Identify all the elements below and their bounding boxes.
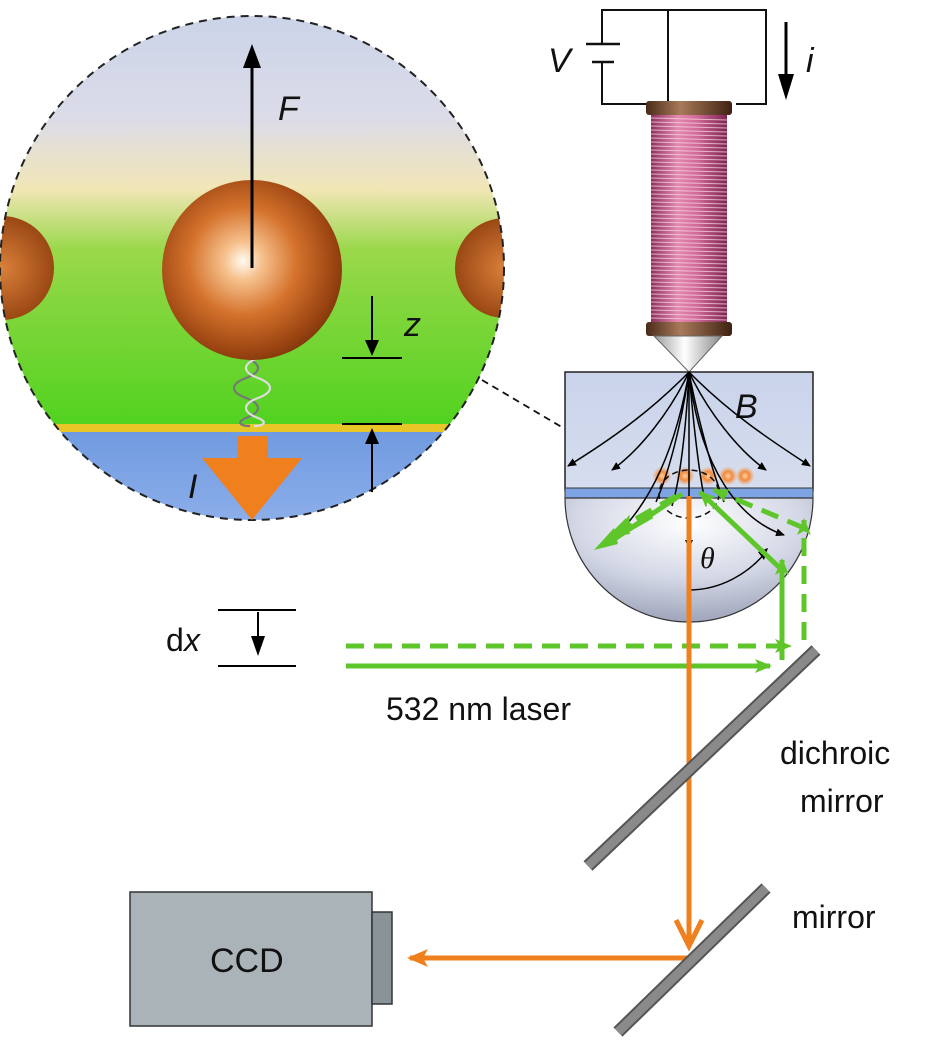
angle-arc	[688, 551, 767, 591]
dna-tether-icon	[232, 356, 272, 428]
dichroic-mirror-face	[584, 646, 820, 870]
dx-label-d: d	[166, 622, 184, 658]
voltage-label: V	[548, 42, 574, 80]
force-label: F	[278, 90, 301, 128]
electromagnet-coil	[646, 101, 732, 373]
magnetic-bead	[162, 180, 342, 360]
dichroic-label-2: mirror	[800, 783, 884, 819]
current-label: i	[806, 42, 815, 80]
inset-magnified-view: F z I	[0, 15, 505, 521]
mirror-label: mirror	[792, 899, 876, 935]
field-label: B	[735, 388, 758, 426]
coil-bottom-cap	[646, 322, 732, 336]
laser-beam-dashed	[346, 487, 811, 653]
camera-lens	[371, 911, 393, 1005]
side-bead-right	[455, 218, 504, 318]
current-arrow	[778, 22, 794, 100]
coil-top-cap	[646, 101, 732, 115]
side-bead-left	[0, 216, 54, 320]
ccd-camera: CCD	[129, 891, 393, 1027]
pole-tip	[652, 335, 724, 373]
emission-beam	[407, 496, 705, 967]
circuit	[586, 9, 767, 105]
intensity-label: I	[188, 468, 198, 506]
angle-label: θ	[700, 542, 715, 575]
surface-bead	[736, 467, 754, 485]
dichroic-label-1: dichroic	[780, 735, 890, 771]
laser-label: 532 nm laser	[386, 691, 571, 727]
reflected-beam-heads	[594, 518, 630, 550]
mirror-face	[614, 884, 770, 1036]
z-label: z	[403, 306, 421, 344]
dx-label-x: x	[182, 622, 201, 658]
z-measure: z	[342, 296, 421, 492]
surface-bead	[699, 467, 717, 485]
camera-label: CCD	[210, 942, 284, 980]
gold-film	[0, 424, 504, 432]
dx-measure: d x	[166, 609, 296, 667]
surface-bead	[719, 467, 737, 485]
intensity-arrow	[202, 436, 302, 520]
